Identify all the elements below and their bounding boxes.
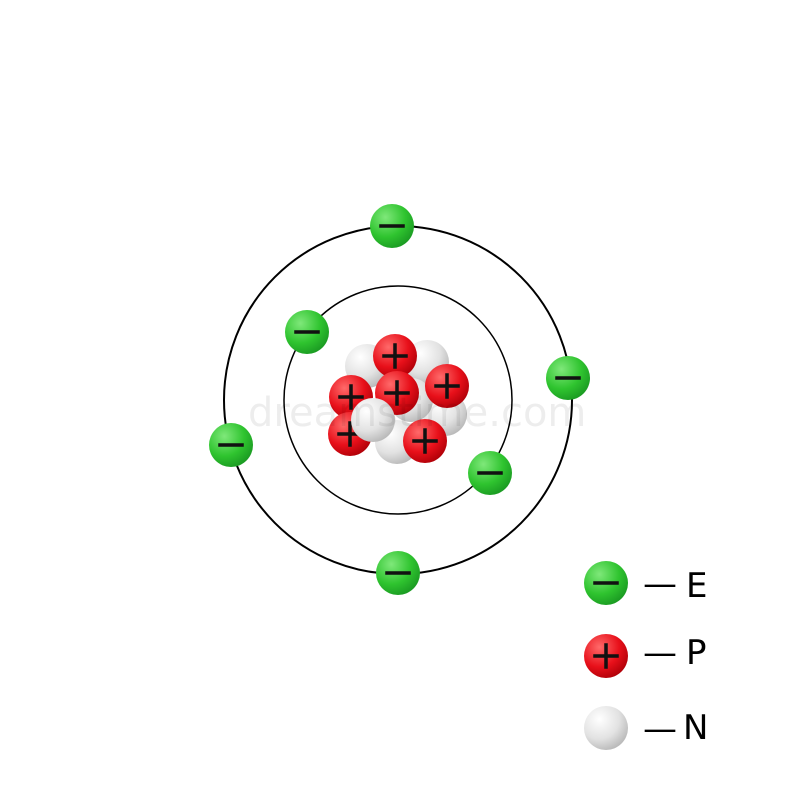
- inner-orbit: [283, 285, 513, 515]
- electron: [285, 310, 329, 354]
- electron: [370, 204, 414, 248]
- legend-dash: —: [643, 564, 677, 604]
- minus-sign-icon: [294, 330, 320, 334]
- electron: [376, 551, 420, 595]
- nucleus-neutron: [351, 398, 395, 442]
- legend: — E — P — N: [584, 561, 708, 750]
- legend-item-proton: — P: [584, 633, 707, 678]
- minus-sign-icon: [555, 376, 581, 380]
- legend-label-electron: E: [686, 566, 707, 606]
- electron: [546, 356, 590, 400]
- electron-shells: [209, 204, 590, 595]
- legend-dash: —: [643, 709, 677, 749]
- neutron-ball: [584, 706, 628, 750]
- legend-item-electron: — E: [584, 561, 707, 606]
- nucleus-proton: [373, 334, 417, 378]
- plus-sign-icon: [395, 380, 399, 406]
- legend-label-neutron: N: [683, 708, 708, 748]
- nucleus: [328, 334, 469, 464]
- legend-dash: —: [643, 633, 677, 673]
- plus-sign-icon: [604, 643, 608, 669]
- minus-sign-icon: [385, 571, 411, 575]
- minus-sign-icon: [218, 443, 244, 447]
- legend-neutron-icon: [584, 706, 628, 750]
- nucleus-proton: [425, 364, 469, 408]
- nucleus-proton: [403, 419, 447, 463]
- legend-electron-icon: [584, 561, 628, 605]
- legend-item-neutron: — N: [584, 706, 708, 750]
- plus-sign-icon: [445, 373, 449, 399]
- plus-sign-icon: [348, 421, 352, 447]
- legend-label-proton: P: [686, 633, 707, 673]
- plus-sign-icon: [393, 343, 397, 369]
- minus-sign-icon: [593, 581, 619, 585]
- watermark-text: dreamstime.com: [248, 390, 586, 436]
- electron: [209, 423, 253, 467]
- neutron-ball: [351, 398, 395, 442]
- plus-sign-icon: [423, 428, 427, 454]
- electron: [468, 451, 512, 495]
- minus-sign-icon: [477, 471, 503, 475]
- legend-proton-icon: [584, 634, 628, 678]
- minus-sign-icon: [379, 224, 405, 228]
- plus-sign-icon: [349, 384, 353, 410]
